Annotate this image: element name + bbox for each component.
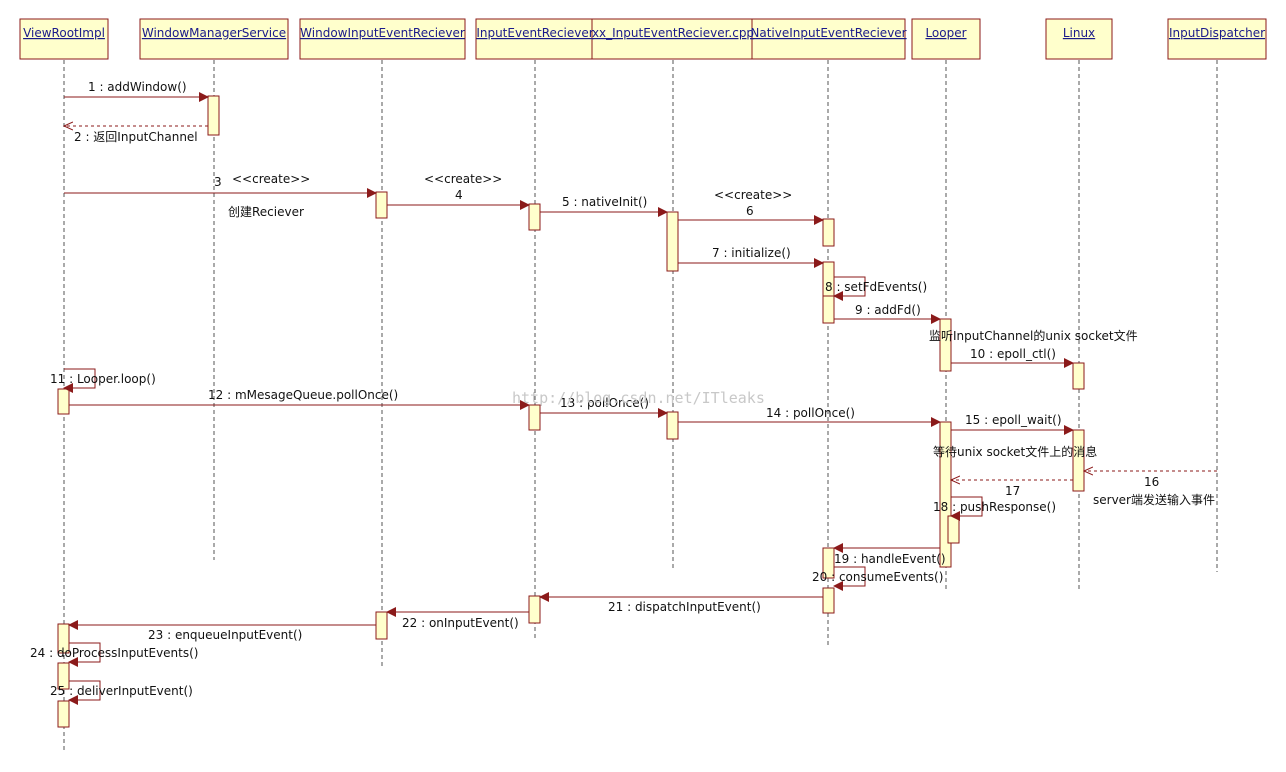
message-label: 15 : epoll_wait() bbox=[965, 413, 1062, 427]
participant-box bbox=[139, 18, 289, 60]
message-label: 2 : 返回InputChannel bbox=[74, 130, 198, 144]
message-label: 14 : pollOnce() bbox=[766, 406, 855, 420]
message-label: 25 : deliverInputEvent() bbox=[50, 684, 193, 698]
message-label: 23 : enqueueInputEvent() bbox=[148, 628, 302, 642]
activation-bar bbox=[822, 587, 835, 614]
activation-bar bbox=[57, 662, 70, 690]
message-label: 5 : nativeInit() bbox=[562, 195, 647, 209]
activation-bar bbox=[666, 211, 679, 272]
message-label: 10 : epoll_ctl() bbox=[970, 347, 1056, 361]
participant-box bbox=[475, 18, 595, 60]
self-message-arrow bbox=[63, 368, 96, 393]
activation-bar bbox=[57, 700, 70, 728]
message-label: 4 bbox=[455, 188, 463, 202]
message-label: 3 bbox=[214, 175, 222, 189]
activation-bar bbox=[528, 595, 541, 624]
participant-linux bbox=[1045, 18, 1113, 592]
participant-label: WindowManagerService bbox=[142, 26, 286, 40]
message-label: 24 : doProcessInputEvents() bbox=[30, 646, 199, 660]
activation-bar bbox=[939, 318, 952, 372]
participant-box bbox=[299, 18, 466, 60]
self-message-arrow bbox=[68, 680, 101, 705]
participant-label: ViewRootImpl bbox=[23, 26, 105, 40]
message-label: 19 : handleEvent() bbox=[834, 552, 946, 566]
participant-disp bbox=[1167, 18, 1267, 572]
activation-bar bbox=[822, 218, 835, 247]
activation-bar bbox=[57, 623, 70, 654]
self-message-arrow bbox=[833, 566, 866, 591]
activation-bar bbox=[57, 388, 70, 415]
participant-label: xx_InputEventReciever.cpp bbox=[592, 26, 754, 40]
participant-ier bbox=[475, 18, 595, 638]
activation-bar bbox=[207, 95, 220, 136]
self-message-arrow bbox=[833, 276, 866, 301]
message-label: 1 : addWindow() bbox=[88, 80, 187, 94]
activation-bar bbox=[1072, 362, 1085, 390]
note-text: 等待unix socket文件上的消息 bbox=[933, 444, 1097, 459]
participant-label: Linux bbox=[1063, 26, 1095, 40]
activation-bar bbox=[1072, 429, 1085, 492]
participant-label: NativeInputEventReciever bbox=[750, 26, 906, 40]
message-label: <<create>> bbox=[232, 172, 310, 186]
activation-bar bbox=[666, 411, 679, 440]
message-label: 22 : onInputEvent() bbox=[402, 616, 519, 630]
message-label: <<create>> bbox=[424, 172, 502, 186]
message-label: 9 : addFd() bbox=[855, 303, 921, 317]
message-label: 16 bbox=[1144, 475, 1159, 489]
activation-bar bbox=[375, 611, 388, 640]
activation-bar bbox=[528, 203, 541, 231]
message-label: 21 : dispatchInputEvent() bbox=[608, 600, 761, 614]
note-text: 创建Reciever bbox=[228, 205, 304, 219]
activation-bar bbox=[822, 295, 835, 324]
participant-box bbox=[1167, 18, 1267, 60]
participant-label: InputDispatcher bbox=[1169, 26, 1265, 40]
activation-bar bbox=[528, 404, 541, 431]
message-label: <<create>> bbox=[714, 188, 792, 202]
self-message-arrow bbox=[68, 642, 101, 667]
participant-wms bbox=[139, 18, 289, 560]
message-label: 18 : pushResponse() bbox=[933, 500, 1056, 514]
participant-box bbox=[751, 18, 906, 60]
participant-box bbox=[1045, 18, 1113, 60]
message-label: 7 : initialize() bbox=[712, 246, 791, 260]
message-label: 8 : setFdEvents() bbox=[825, 280, 927, 294]
note-text: server端发送输入事件 bbox=[1093, 492, 1215, 507]
participant-label: Looper bbox=[925, 26, 966, 40]
self-message-arrow bbox=[950, 496, 983, 521]
message-label: 17 bbox=[1005, 484, 1020, 498]
participant-box bbox=[591, 18, 755, 60]
activation-bar bbox=[375, 191, 388, 219]
message-label: 12 : mMesageQueue.pollOnce() bbox=[208, 388, 398, 402]
watermark: http://blog.csdn.net/ITleaks bbox=[512, 389, 765, 407]
participant-cpp bbox=[591, 18, 755, 570]
activation-bar bbox=[939, 421, 952, 568]
activation-bar bbox=[822, 547, 835, 579]
participant-label: WindowInputEventReciever bbox=[300, 26, 465, 40]
message-label: 6 bbox=[746, 204, 754, 218]
message-label: 11 : Looper.loop() bbox=[50, 372, 156, 386]
note-text: 监听InputChannel的unix socket文件 bbox=[929, 328, 1138, 343]
message-label: 20 : consumeEvents() bbox=[812, 570, 943, 584]
participant-nier bbox=[751, 18, 906, 645]
activation-bar bbox=[947, 515, 960, 544]
participant-label: InputEventReciever bbox=[476, 26, 593, 40]
participant-box bbox=[19, 18, 109, 60]
participant-wier bbox=[299, 18, 466, 668]
participant-box bbox=[911, 18, 981, 60]
message-label: 13 : pollOnce() bbox=[560, 396, 649, 410]
